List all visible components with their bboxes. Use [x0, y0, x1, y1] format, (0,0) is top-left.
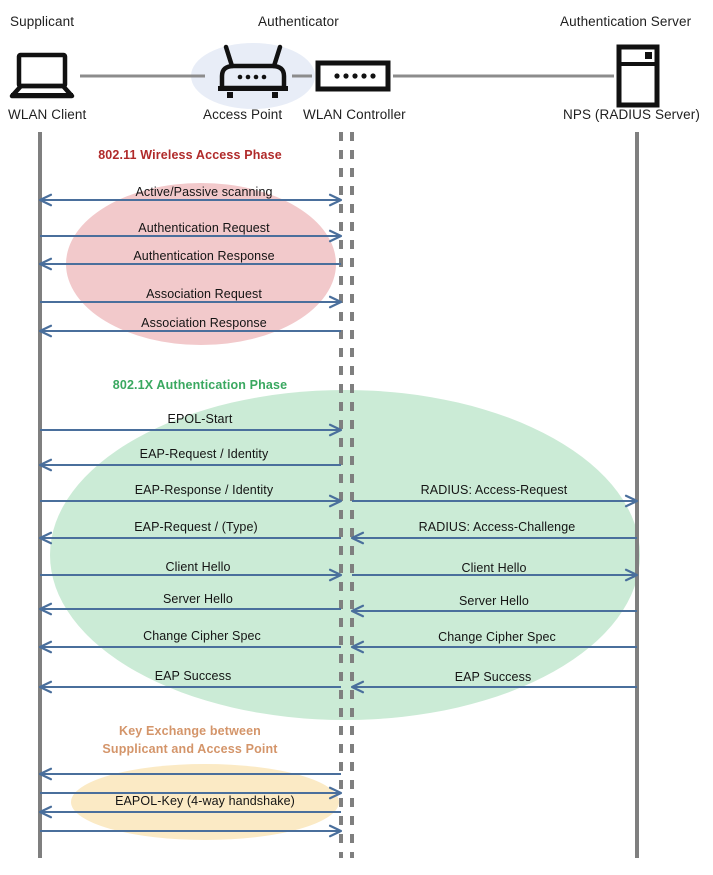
- phase-8021x-arrowhead-r-0: [328, 423, 343, 437]
- phase-8021x-message-label-8: Server Hello: [163, 592, 233, 606]
- phase-8021x-message-label-5: RADIUS: Access-Challenge: [418, 520, 576, 534]
- phase-key-exchange-arrowhead-r-3: [328, 824, 343, 838]
- phase-8021x-message-label-3: RADIUS: Access-Request: [420, 483, 568, 497]
- phase-8021x-message-label-11: Change Cipher Spec: [438, 630, 556, 644]
- phase-80211-label: 802.11 Wireless Access Phase: [98, 148, 282, 162]
- phase-80211-message-label-0: Active/Passive scanning: [135, 185, 273, 199]
- actor-device-access-point: Access Point: [203, 107, 283, 122]
- phase-8021x-message-label-13: EAP Success: [454, 670, 532, 684]
- access-point-icon: [218, 44, 288, 98]
- phase-80211-message-label-3: Association Request: [146, 287, 262, 301]
- phase-8021x-ellipse: [50, 390, 640, 720]
- phase-key-exchange-message-label-2: EAPOL-Key (4-way handshake): [115, 794, 295, 808]
- phase-8021x-arrowhead-l-5: [350, 531, 365, 545]
- phase-80211-arrowhead-r-0: [328, 193, 343, 207]
- phase-8021x-arrowhead-l-4: [38, 531, 53, 545]
- phase-key-exchange-ellipse: [71, 764, 339, 840]
- phase-8021x-arrowhead-r-6: [328, 568, 343, 582]
- phase-8021x-message-label-6: Client Hello: [165, 560, 231, 574]
- phase-8021x-message-label-0: EPOL-Start: [167, 412, 233, 426]
- phase-80211-arrowhead-r-3: [328, 295, 343, 309]
- phase-8021x-arrowhead-l-13: [350, 680, 365, 694]
- phase-8021x-arrowhead-l-1: [38, 458, 53, 472]
- phase-key-exchange-arrowhead-l-2: [38, 805, 53, 819]
- phase-80211-message-label-1: Authentication Request: [138, 221, 270, 235]
- phase-8021x-message-label-7: Client Hello: [461, 561, 527, 575]
- phase-8021x-label: 802.1X Authentication Phase: [112, 378, 288, 392]
- laptop-icon: [9, 52, 75, 99]
- phase-key-exchange-arrowhead-l-0: [38, 767, 53, 781]
- server-icon: [616, 44, 660, 108]
- phase-8021x-message-label-9: Server Hello: [459, 594, 529, 608]
- phase-80211-arrowhead-l-4: [38, 324, 53, 338]
- actor-device-supplicant: WLAN Client: [8, 107, 87, 122]
- phase-key-exchange-arrowhead-r-1: [328, 786, 343, 800]
- phase-8021x-arrowhead-r-7: [624, 568, 639, 582]
- actor-role-supplicant: Supplicant: [10, 14, 75, 29]
- authenticator-group-ellipse: [191, 43, 315, 109]
- phase-8021x-arrowhead-l-10: [38, 640, 53, 654]
- phase-80211-arrowhead-r-1: [328, 229, 343, 243]
- phase-8021x-message-label-10: Change Cipher Spec: [143, 629, 261, 643]
- phase-8021x-message-label-4: EAP-Request / (Type): [134, 520, 258, 534]
- phase-8021x-arrowhead-r-3: [624, 494, 639, 508]
- phase-8021x-message-label-12: EAP Success: [154, 669, 232, 683]
- phase-8021x-arrowhead-l-9: [350, 604, 365, 618]
- phase-8021x-arrowhead-l-8: [38, 602, 53, 616]
- actor-role-authentication-server: Authentication Server: [560, 14, 692, 29]
- phase-8021x-arrowhead-r-2: [328, 494, 343, 508]
- phase-8021x-arrowhead-l-12: [38, 680, 53, 694]
- phase-8021x-message-label-2: EAP-Response / Identity: [134, 483, 274, 497]
- phase-80211-message-label-4: Association Response: [141, 316, 267, 330]
- actor-device-wlan-controller: WLAN Controller: [303, 107, 406, 122]
- actor-role-access-point: Authenticator: [258, 14, 339, 29]
- phase-80211-arrowhead-l-2: [38, 257, 53, 271]
- phase-8021x-message-label-1: EAP-Request / Identity: [139, 447, 269, 461]
- phase-80211-arrowhead-l-0: [38, 193, 53, 207]
- wlan-controller-icon: [315, 60, 391, 92]
- phase-8021x-arrowhead-l-11: [350, 640, 365, 654]
- actor-device-authentication-server: NPS (RADIUS Server): [563, 107, 700, 122]
- phase-80211-message-label-2: Authentication Response: [133, 249, 275, 263]
